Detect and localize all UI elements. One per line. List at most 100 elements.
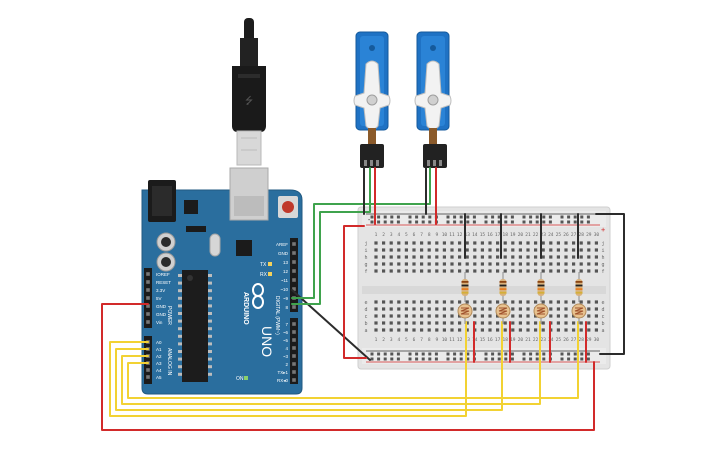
breadboard-hole[interactable] — [579, 321, 583, 325]
breadboard-hole[interactable] — [374, 269, 378, 273]
breadboard-hole[interactable] — [458, 269, 462, 273]
rail-hole[interactable] — [415, 220, 419, 224]
rail-hole[interactable] — [542, 352, 546, 356]
rail-hole[interactable] — [383, 352, 387, 356]
rail-hole[interactable] — [586, 357, 590, 361]
breadboard-hole[interactable] — [549, 255, 553, 259]
breadboard-hole[interactable] — [473, 255, 477, 259]
breadboard-hole[interactable] — [442, 321, 446, 325]
breadboard-hole[interactable] — [420, 255, 424, 259]
breadboard-hole[interactable] — [450, 328, 454, 332]
breadboard-hole[interactable] — [397, 300, 401, 304]
breadboard-hole[interactable] — [511, 255, 515, 259]
breadboard-hole[interactable] — [389, 248, 393, 252]
breadboard-hole[interactable] — [450, 300, 454, 304]
rail-hole[interactable] — [510, 357, 514, 361]
breadboard-hole[interactable] — [572, 262, 576, 266]
breadboard-hole[interactable] — [518, 328, 522, 332]
breadboard-hole[interactable] — [534, 262, 538, 266]
wire-rail-bridge-red[interactable] — [343, 225, 367, 359]
breadboard-hole[interactable] — [404, 262, 408, 266]
breadboard-hole[interactable] — [496, 248, 500, 252]
rail-hole[interactable] — [421, 215, 425, 219]
breadboard-hole[interactable] — [511, 262, 515, 266]
breadboard-hole[interactable] — [374, 314, 378, 318]
breadboard-hole[interactable] — [541, 248, 545, 252]
rail-hole[interactable] — [504, 352, 508, 356]
breadboard-hole[interactable] — [518, 248, 522, 252]
breadboard-hole[interactable] — [556, 307, 560, 311]
rail-hole[interactable] — [415, 357, 419, 361]
power-pin[interactable] — [146, 320, 150, 324]
breadboard-hole[interactable] — [397, 248, 401, 252]
breadboard-hole[interactable] — [556, 269, 560, 273]
breadboard-hole[interactable] — [412, 241, 416, 245]
rail-hole[interactable] — [408, 220, 412, 224]
breadboard-hole[interactable] — [564, 307, 568, 311]
breadboard-hole[interactable] — [420, 241, 424, 245]
rail-hole[interactable] — [453, 220, 457, 224]
breadboard-hole[interactable] — [404, 300, 408, 304]
breadboard-hole[interactable] — [427, 255, 431, 259]
breadboard-hole[interactable] — [435, 307, 439, 311]
breadboard-hole[interactable] — [587, 328, 591, 332]
breadboard-hole[interactable] — [480, 269, 484, 273]
breadboard-hole[interactable] — [435, 300, 439, 304]
breadboard-hole[interactable] — [389, 255, 393, 259]
breadboard-hole[interactable] — [541, 269, 545, 273]
arduino-uno-board[interactable]: TX RX ON ARDUINO UNO POWER ANALOG IN DIG… — [141, 167, 303, 395]
rail-hole[interactable] — [580, 357, 584, 361]
breadboard-hole[interactable] — [488, 321, 492, 325]
digital-pin[interactable] — [292, 260, 296, 264]
rail-hole[interactable] — [560, 220, 564, 224]
breadboard-hole[interactable] — [564, 300, 568, 304]
rail-hole[interactable] — [446, 352, 450, 356]
breadboard-hole[interactable] — [511, 269, 515, 273]
rail-hole[interactable] — [535, 220, 539, 224]
breadboard-hole[interactable] — [412, 255, 416, 259]
rail-hole[interactable] — [459, 357, 463, 361]
breadboard-hole[interactable] — [480, 300, 484, 304]
breadboard-hole[interactable] — [587, 269, 591, 273]
breadboard-hole[interactable] — [503, 321, 507, 325]
photoresistor-4[interactable] — [571, 303, 587, 324]
breadboard-hole[interactable] — [579, 328, 583, 332]
breadboard-hole[interactable] — [587, 307, 591, 311]
rail-hole[interactable] — [377, 215, 381, 219]
breadboard-hole[interactable] — [579, 300, 583, 304]
rail-hole[interactable] — [428, 220, 432, 224]
breadboard-hole[interactable] — [397, 328, 401, 332]
breadboard-hole[interactable] — [572, 248, 576, 252]
breadboard-hole[interactable] — [397, 262, 401, 266]
servo-motor-2[interactable] — [414, 31, 452, 168]
rail-hole[interactable] — [472, 215, 476, 219]
breadboard-hole[interactable] — [458, 300, 462, 304]
rail-hole[interactable] — [504, 357, 508, 361]
digital-pin[interactable] — [292, 242, 296, 246]
rail-hole[interactable] — [497, 357, 501, 361]
rail-hole[interactable] — [542, 357, 546, 361]
breadboard-hole[interactable] — [397, 241, 401, 245]
rail-hole[interactable] — [396, 357, 400, 361]
breadboard-hole[interactable] — [579, 248, 583, 252]
breadboard-hole[interactable] — [374, 300, 378, 304]
rail-hole[interactable] — [446, 357, 450, 361]
rail-hole[interactable] — [510, 215, 514, 219]
breadboard-hole[interactable] — [427, 307, 431, 311]
rail-hole[interactable] — [548, 220, 552, 224]
rail-hole[interactable] — [370, 220, 374, 224]
breadboard-hole[interactable] — [450, 321, 454, 325]
rail-hole[interactable] — [586, 220, 590, 224]
rail-hole[interactable] — [567, 220, 571, 224]
breadboard-hole[interactable] — [382, 314, 386, 318]
breadboard-hole[interactable] — [518, 262, 522, 266]
breadboard-hole[interactable] — [427, 241, 431, 245]
rail-hole[interactable] — [510, 352, 514, 356]
rail-hole[interactable] — [484, 220, 488, 224]
usb-cable[interactable]: ⭍ — [232, 18, 266, 166]
rail-hole[interactable] — [522, 357, 526, 361]
breadboard-hole[interactable] — [549, 314, 553, 318]
breadboard-hole[interactable] — [503, 241, 507, 245]
breadboard-hole[interactable] — [458, 241, 462, 245]
rail-hole[interactable] — [535, 352, 539, 356]
